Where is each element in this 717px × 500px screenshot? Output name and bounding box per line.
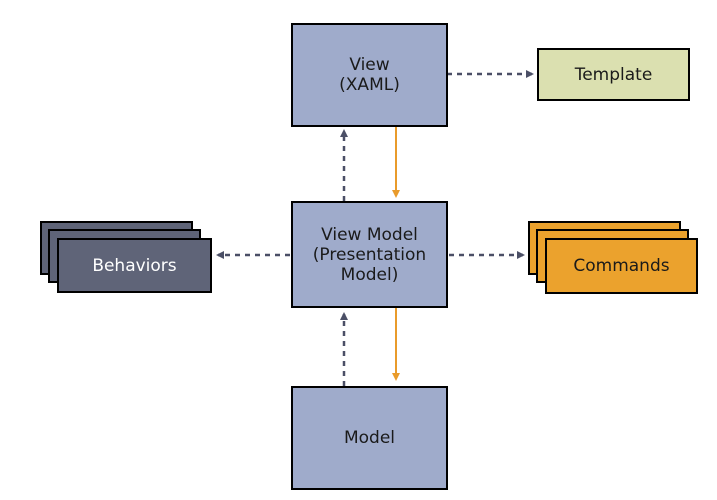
commands-label: Commands: [573, 256, 670, 276]
view-node: View (XAML): [291, 23, 448, 127]
view-model-label: View Model (Presentation Model): [312, 224, 427, 285]
commands-node: Commands: [545, 238, 698, 294]
view-model-node: View Model (Presentation Model): [291, 201, 448, 308]
behaviors-node: Behaviors: [57, 238, 212, 293]
model-node: Model: [291, 386, 448, 490]
template-node: Template: [537, 48, 690, 101]
view-label: View (XAML): [339, 55, 400, 95]
model-label: Model: [343, 428, 396, 448]
behaviors-label: Behaviors: [92, 255, 177, 276]
template-label: Template: [574, 64, 653, 85]
